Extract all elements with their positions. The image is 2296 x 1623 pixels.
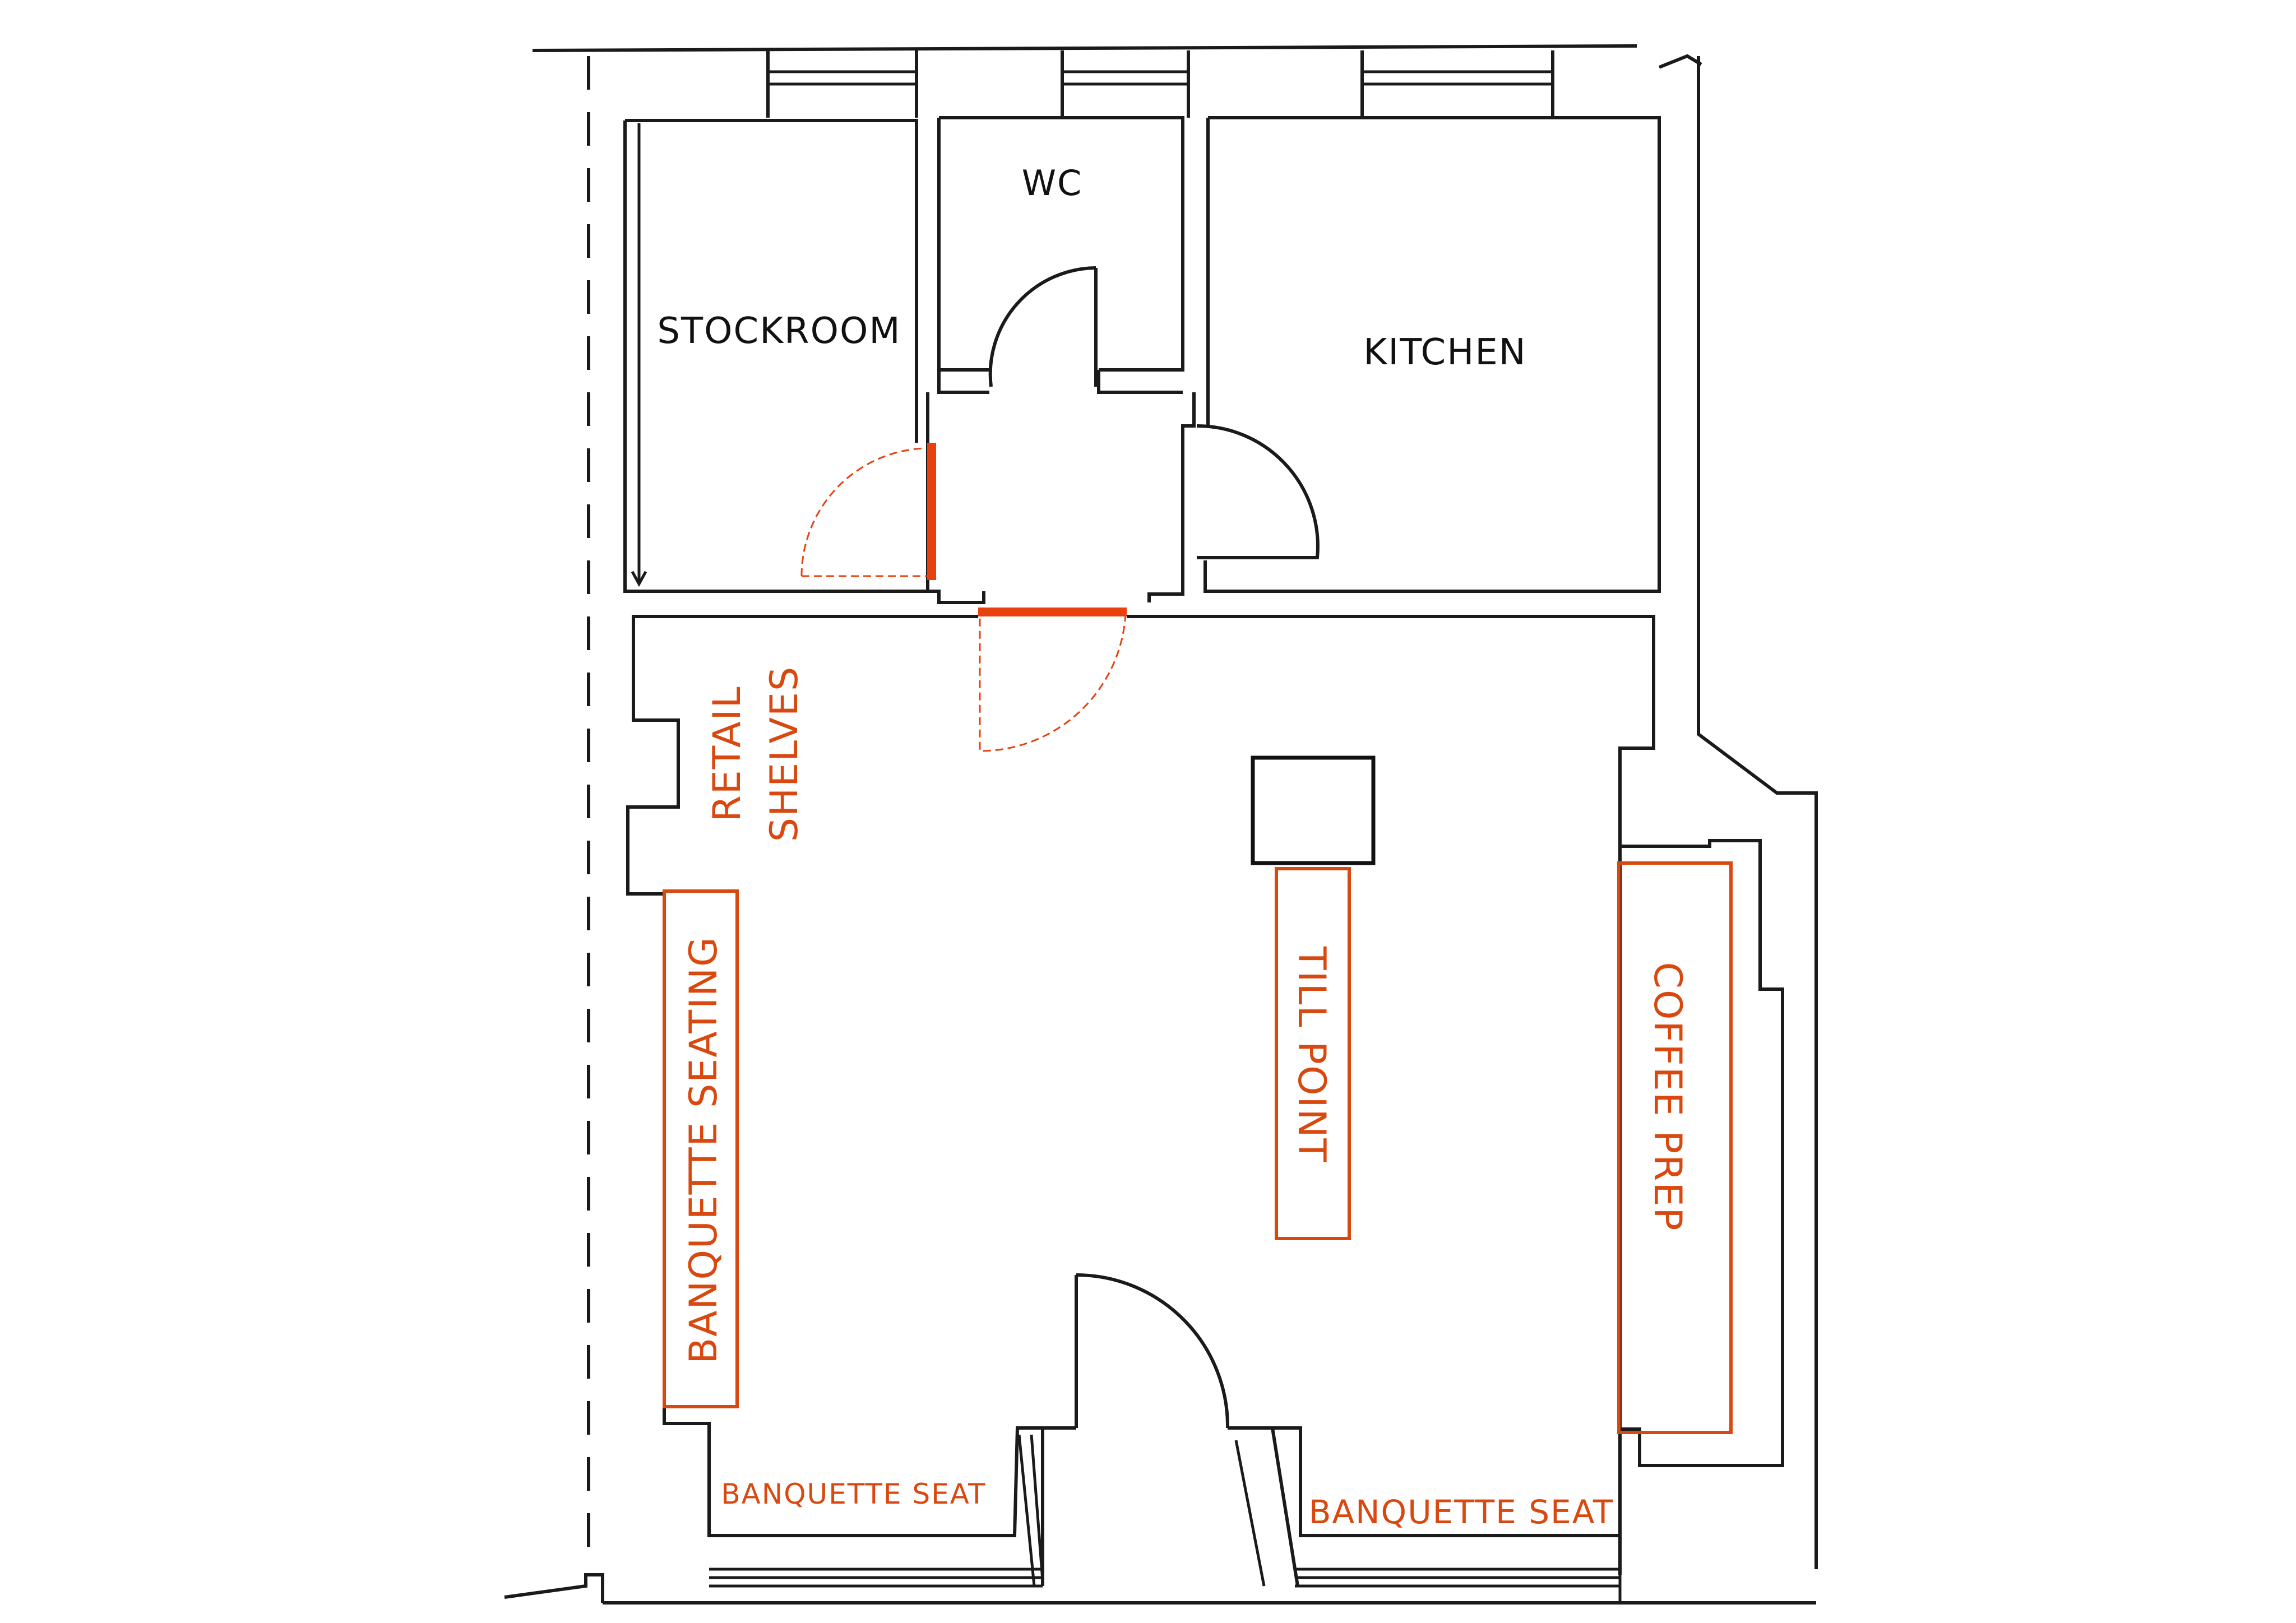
structural-column <box>1251 755 1376 865</box>
coffee-prep-label: COFFEE PREP <box>1645 962 1689 1232</box>
kitchen-door <box>1196 424 1320 559</box>
entrance-door <box>1075 1273 1230 1429</box>
bottom-windows <box>504 1426 1816 1605</box>
banquette-seating-outline <box>663 889 739 1408</box>
stockroom-walls <box>623 119 928 593</box>
top-boundary-line <box>532 44 1637 52</box>
shop-door-swing <box>979 613 1127 752</box>
corner-mark <box>1658 54 1702 69</box>
banquette-seat-left-label: BANQUETTE SEAT <box>721 1478 986 1510</box>
retail-label-line2: SHELVES <box>762 666 807 842</box>
banquette-seat-right-label: BANQUETTE SEAT <box>1309 1493 1614 1531</box>
till-point-outline <box>1275 867 1351 1240</box>
wc-walls <box>937 116 1184 394</box>
top-windows <box>766 50 1554 118</box>
wc-label: WC <box>1022 163 1083 203</box>
banquette-seating-label: BANQUETTE SEATING <box>682 936 726 1364</box>
kitchen-walls <box>1203 116 1661 593</box>
kitchen-label: KITCHEN <box>1363 332 1526 373</box>
wc-door <box>988 266 1098 387</box>
coffee-prep-outline <box>1617 861 1733 1434</box>
stockroom-door-swing <box>800 447 931 577</box>
retail-label-line1: RETAIL <box>705 686 749 822</box>
till-point-label: TILL POINT <box>1289 946 1334 1163</box>
stockroom-label: STOCKROOM <box>657 310 901 352</box>
lobby-walls <box>926 392 1196 604</box>
